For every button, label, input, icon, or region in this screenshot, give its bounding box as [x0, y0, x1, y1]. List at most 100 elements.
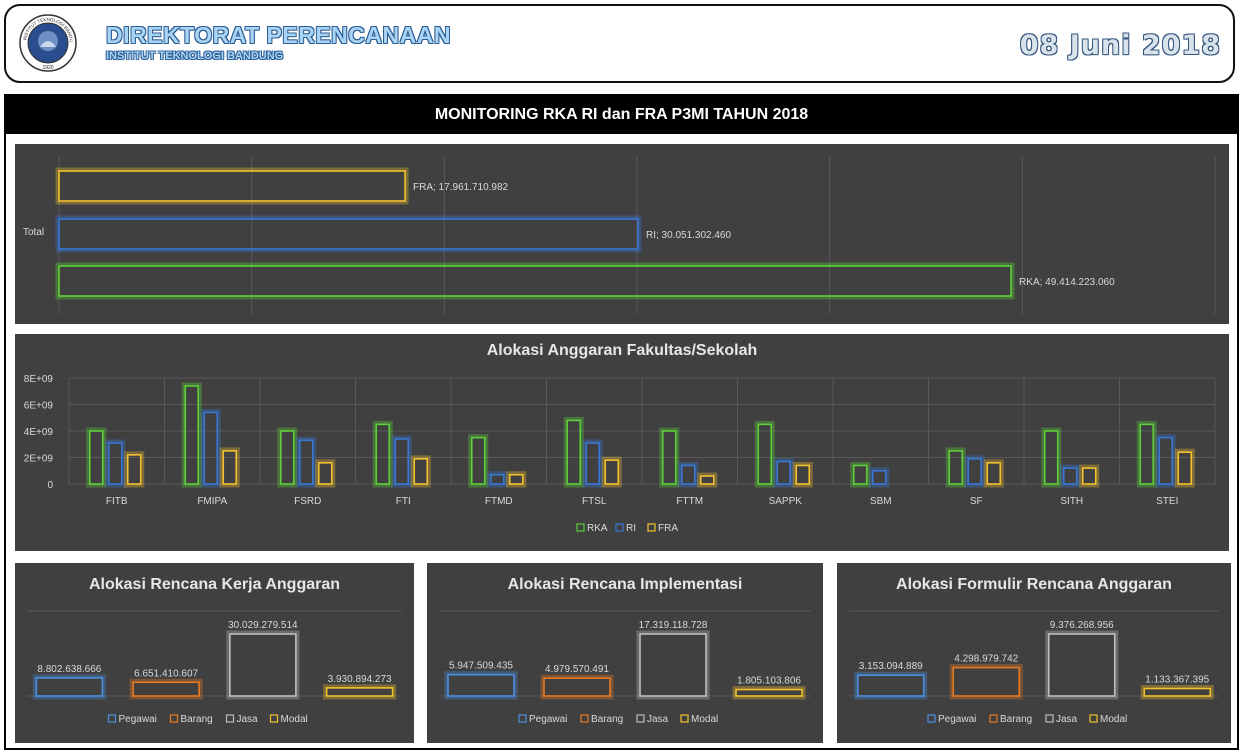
bar-ri-fti: [394, 438, 410, 485]
legend-swatch-pegawai: [107, 714, 117, 723]
bar-pegawai: [35, 677, 104, 697]
x-tick-label: FTTM: [676, 496, 703, 507]
bar-pegawai-glow: [32, 674, 106, 700]
bar-rka-sith-glow: [1041, 427, 1062, 488]
y-tick-label: 0: [47, 480, 53, 491]
bar-modal: [325, 687, 394, 697]
legend-label-modal: Modal: [691, 714, 718, 725]
dashboard-title: MONITORING RKA RI dan FRA P3MI TAHUN 201…: [6, 96, 1237, 134]
data-label-jasa: 30.029.279.514: [228, 620, 298, 631]
bar-fra-ftmd-glow: [506, 471, 527, 488]
x-tick-label: SBM: [870, 496, 892, 507]
bar-fra-fsrd-glow: [315, 459, 336, 488]
bar-pegawai-glow: [444, 671, 518, 700]
bar-ri-sappk-glow: [773, 457, 794, 488]
bar-rka-fttm: [661, 430, 677, 485]
bar-fra-sith: [1081, 467, 1097, 485]
legend-label-pegawai: Pegawai: [938, 714, 976, 725]
org-title: DIREKTORAT PERENCANAAN: [106, 22, 451, 48]
bar-ri-ftmd-glow: [487, 471, 508, 488]
bar-ri: [58, 218, 639, 250]
page-header: INSTITUT TEKNOLOGI BANDUNG 1920 DIREKTOR…: [4, 4, 1235, 83]
bar-fra-sf-glow: [983, 459, 1004, 488]
bar-rka-sf-glow: [945, 447, 966, 488]
bar-fra-fmipa: [222, 450, 238, 485]
bar-fra-fsrd: [317, 462, 333, 485]
chart-title: Alokasi Anggaran Fakultas/Sekolah: [487, 342, 758, 359]
legend-label-pegawai: Pegawai: [119, 714, 157, 725]
bar-ri-fttm-glow: [678, 461, 699, 488]
bar-fra-fttm: [699, 475, 715, 485]
legend-swatch-ri: [615, 523, 624, 532]
legend-label-barang: Barang: [181, 714, 213, 725]
bar-ri-sbm-glow: [869, 467, 890, 488]
bar-ri-sith-glow: [1060, 464, 1081, 488]
data-label-jasa: 17.319.118.728: [639, 620, 708, 631]
x-tick-label: FTI: [396, 496, 411, 507]
bar-rka: [58, 265, 1012, 297]
bar-fra-sith-glow: [1079, 464, 1100, 488]
bar-rka-fitb: [88, 430, 104, 485]
bar-ri-fmipa-glow: [200, 408, 221, 488]
legend-label-ri: RI: [626, 523, 636, 534]
bar-barang: [132, 681, 200, 697]
legend-label-jasa: Jasa: [237, 714, 259, 725]
bar-rka-fti: [375, 423, 391, 485]
bar-rka-sbm-glow: [850, 461, 871, 488]
bar-ri-sbm: [871, 469, 887, 485]
bar-ri-sith: [1062, 467, 1078, 485]
bar-rka-fmipa-glow: [181, 382, 202, 488]
bar-rka-ftmd: [470, 436, 486, 485]
bar-fra-stei: [1177, 451, 1193, 485]
bar-rka-fmipa: [184, 385, 200, 485]
chart-title: Alokasi Rencana Kerja Anggaran: [89, 576, 340, 593]
y-tick-label: 8E+09: [24, 374, 54, 385]
x-tick-label: SAPPK: [769, 496, 803, 507]
y-tick-label: 6E+09: [24, 401, 54, 412]
bar-fra-fttm-glow: [697, 472, 718, 488]
bar-rka-fsrd: [279, 430, 295, 485]
legend-label-barang: Barang: [591, 714, 623, 725]
x-tick-label: FTMD: [485, 496, 513, 507]
legend-swatch-barang: [580, 714, 589, 723]
x-tick-label: FTSL: [582, 496, 607, 507]
data-label-modal: 1.805.103.806: [737, 676, 801, 687]
data-label-modal: 3.930.894.273: [328, 674, 392, 685]
bar-rka-fti-glow: [372, 420, 393, 488]
report-date: 08 Juni 2018: [1019, 30, 1221, 61]
bar-fra-ftmd: [508, 473, 524, 485]
legend-swatch-barang: [169, 714, 179, 723]
data-label-barang: 4.298.979.742: [954, 654, 1018, 665]
legend-swatch-jasa: [225, 714, 235, 723]
ri-chart: Alokasi Rencana Implementasi5.947.509.43…: [439, 576, 811, 725]
legend-label-barang: Barang: [1000, 714, 1032, 725]
dashboard: MONITORING RKA RI dan FRA P3MI TAHUN 201…: [4, 94, 1239, 750]
bar-modal: [1143, 687, 1212, 697]
bar-ri-sf-glow: [964, 455, 985, 488]
bar-ri-stei-glow: [1155, 434, 1176, 488]
chart-title: Alokasi Formulir Rencana Anggaran: [896, 576, 1172, 593]
bar-ri-fitb: [107, 442, 123, 485]
y-tick-label: 2E+09: [24, 454, 54, 465]
bar-barang-glow: [949, 664, 1023, 700]
bar-rka-stei: [1139, 423, 1155, 485]
bar-ri-fitb-glow: [105, 439, 126, 488]
bar-fra-ftsl-glow: [601, 456, 622, 488]
bar-rka-ftsl-glow: [563, 416, 584, 488]
bar-barang-glow: [129, 678, 203, 700]
bar-ri-fmipa: [203, 411, 219, 485]
legend-label-jasa: Jasa: [647, 714, 669, 725]
bar-rka-stei-glow: [1136, 420, 1157, 488]
legend-label-fra: FRA: [658, 523, 678, 534]
bar-fra-fitb-glow: [124, 451, 145, 488]
bar-fra-ftsl: [604, 459, 620, 485]
legend-swatch-pegawai: [927, 714, 936, 723]
itb-seal-icon: INSTITUT TEKNOLOGI BANDUNG 1920: [18, 13, 77, 72]
legend-label-modal: Modal: [1100, 714, 1127, 725]
bar-rka-sf: [948, 450, 964, 485]
legend-swatch-modal: [680, 714, 689, 723]
bar-ri-stei: [1158, 436, 1174, 485]
data-label-pegawai: 8.802.638.666: [37, 664, 101, 675]
